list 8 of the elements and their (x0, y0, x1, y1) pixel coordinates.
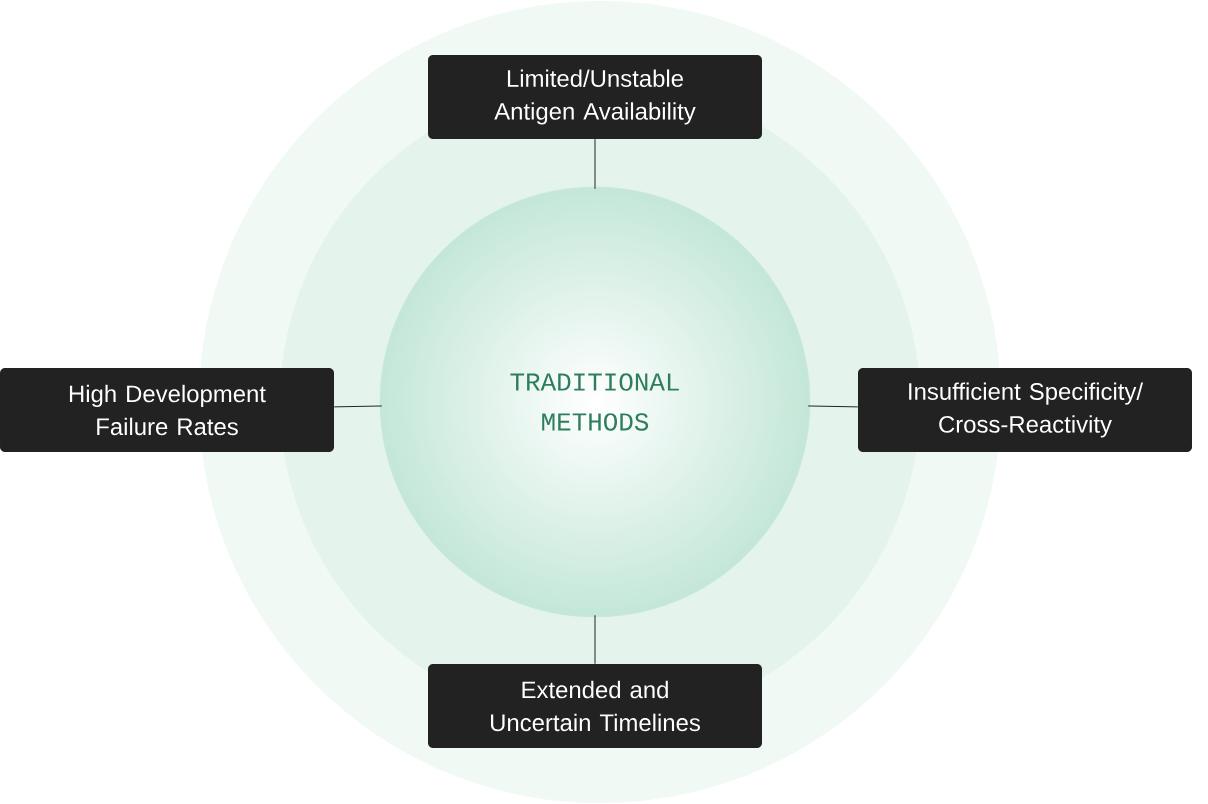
connector-line (594, 138, 596, 190)
label-box: Limited/Unstable Antigen Availability (428, 55, 762, 139)
label-box: Extended and Uncertain Timelines (428, 664, 762, 748)
connector-line (807, 405, 859, 408)
connector-line (594, 614, 596, 665)
label-box: Insufficient Specificity/ Cross-Reactivity (858, 368, 1192, 452)
connector-line (333, 405, 383, 408)
label-box: High Development Failure Rates (0, 368, 334, 452)
